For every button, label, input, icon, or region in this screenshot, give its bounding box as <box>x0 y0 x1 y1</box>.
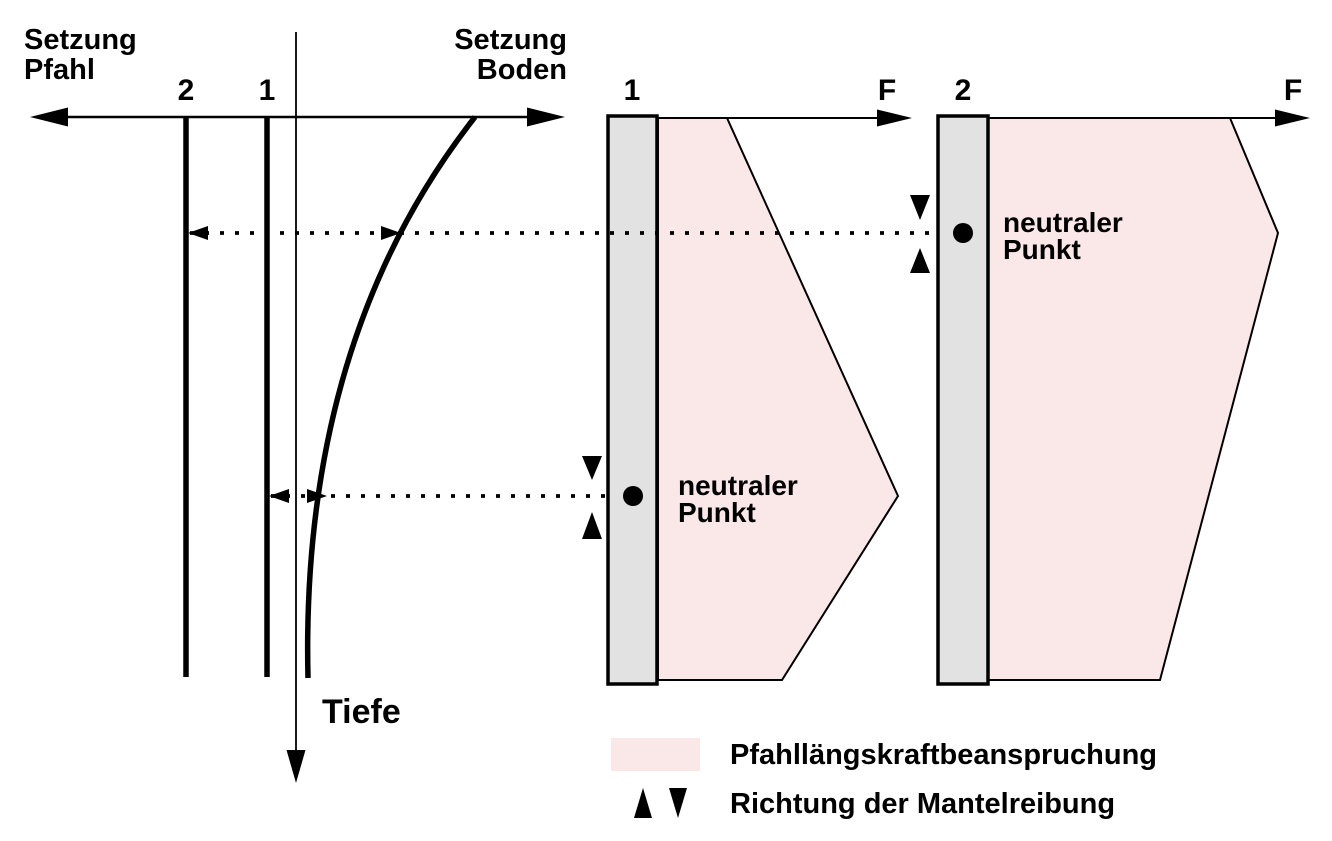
pile2-guide-right-arrowhead-icon <box>381 226 401 240</box>
pile2-neutral-point-label-line2: Punkt <box>1003 234 1081 265</box>
pile2-number-label: 2 <box>955 74 972 107</box>
settlement-pfahl-label-line1: Setzung <box>24 24 137 56</box>
pile1-neutral-point-label-line2: Punkt <box>678 497 756 528</box>
pile1-force-area <box>657 117 900 681</box>
pile1-number-label: 1 <box>624 74 641 107</box>
legend-friction-up-arrow-icon <box>634 788 652 818</box>
legend-friction-down-arrow-icon <box>669 788 687 818</box>
legend-force-area-label: Pfahllängskraftbeanspruchung <box>730 739 1157 771</box>
pile1-neutral-point-dot <box>623 486 643 506</box>
settlement-axis-left-arrowhead-icon <box>30 107 68 127</box>
depth-axis-arrowhead-icon <box>286 750 306 783</box>
pile1-force-label: F <box>878 74 896 107</box>
settlement-plot: Setzung Pfahl Setzung Boden 2 1 Tiefe <box>24 24 567 783</box>
curve1-number-label: 1 <box>259 74 276 107</box>
legend-friction-direction-label: Richtung der Mantelreibung <box>730 788 1115 820</box>
pile2-neutral-point-label-line1: neutraler <box>1003 207 1123 238</box>
pile2-diagram: 2 F neutraler Punkt <box>910 74 1310 686</box>
pile2-shaft <box>936 114 990 686</box>
pile1-friction-down-arrow-icon <box>582 456 602 480</box>
pile1-neutral-point-label-line1: neutraler <box>678 470 798 501</box>
pile1-force-arrowhead-icon <box>877 109 912 127</box>
pile2-force-area <box>987 117 1280 681</box>
pile2-guide-left-arrowhead-icon <box>188 226 208 240</box>
legend-force-area-swatch <box>611 738 700 771</box>
settlement-boden-label-line1: Setzung <box>454 24 567 56</box>
settlement-boden-label-line2: Boden <box>477 54 567 86</box>
pile1-friction-up-arrow-icon <box>582 512 602 539</box>
neutral-depth-guides <box>188 226 936 503</box>
pile2-force-label: F <box>1284 74 1302 107</box>
pile2-friction-down-arrow-icon <box>910 195 930 220</box>
soil-settlement-curve <box>304 115 478 679</box>
settlement-pfahl-label-line2: Pfahl <box>24 54 95 86</box>
curve2-number-label: 2 <box>178 74 195 107</box>
legend: Pfahllängskraftbeanspruchung Richtung de… <box>611 738 1157 820</box>
pile2-force-arrowhead-icon <box>1275 109 1310 127</box>
pile2-friction-up-arrow-icon <box>910 248 930 273</box>
pile1-guide-left-arrowhead-icon <box>269 489 289 503</box>
pile1-guide-right-arrowhead-icon <box>307 489 327 503</box>
pile2-neutral-point-dot <box>953 223 973 243</box>
tiefe-label: Tiefe <box>322 693 401 731</box>
settlement-axis-right-arrowhead-icon <box>527 107 565 127</box>
pile1-shaft <box>606 114 659 686</box>
pile1-diagram: 1 F neutraler Punkt <box>582 74 912 686</box>
